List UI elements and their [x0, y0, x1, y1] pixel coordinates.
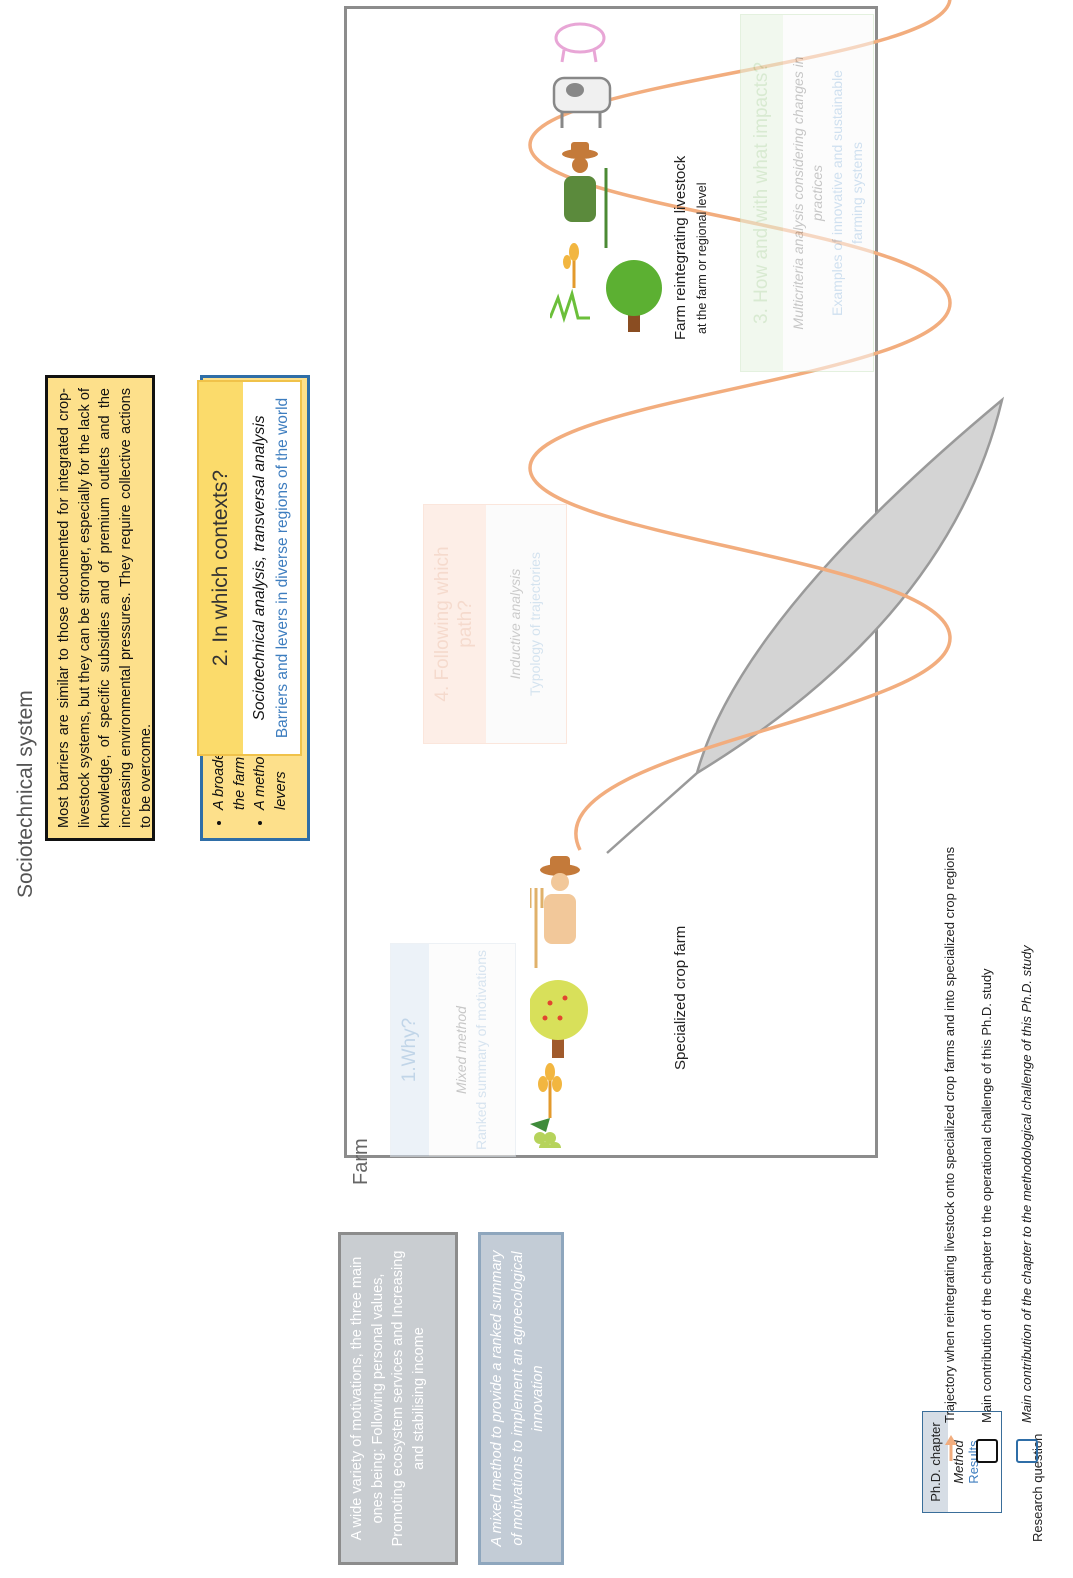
farmer-icon [530, 856, 580, 968]
question-result: Barriers and levers in diverse regions o… [273, 397, 291, 739]
question-body: Multicriteria analysis considering chang… [783, 15, 873, 371]
legend-trajectory-arrow-icon [945, 1435, 957, 1461]
farmer-icon [562, 142, 608, 248]
question-body: Inductive analysis Typology of trajector… [486, 505, 566, 743]
question-title: 1.Why? [391, 944, 429, 1156]
question-box-q4: 4. Following which path? Inductive analy… [423, 504, 567, 744]
livestock-farm-icons [550, 22, 662, 332]
question-method: Inductive analysis [507, 568, 524, 680]
grass-icon [550, 288, 590, 323]
fruit-tree-icon [530, 980, 588, 1058]
question-result: Examples of innovative and sustainable f… [829, 70, 865, 316]
legend-trajectory: Trajectory when reintegrating livestock … [942, 846, 957, 1423]
question-title: 2. In which contexts? [199, 382, 243, 754]
question-body: Sociotechnical analysis, transversal ana… [243, 382, 300, 754]
question-method: Mixed method [453, 1006, 470, 1094]
question-title: 4. Following which path? [424, 505, 486, 743]
pig-icon [554, 22, 606, 63]
wheat-icon [563, 243, 579, 288]
crop-farm-icons [530, 856, 588, 1148]
context-connector [606, 396, 1005, 854]
grapes-icon [530, 1118, 561, 1148]
legend-methodological: Main contribution of the chapter to the … [1019, 945, 1034, 1423]
tree-icon [606, 260, 662, 332]
wheat-icon [538, 1063, 562, 1118]
question-title: 3. How and with what impacts? [741, 15, 783, 371]
end-label-main: Farm reintegrating livestock [672, 155, 689, 340]
question-box-q1: 1.Why? Mixed method Ranked summary of mo… [390, 943, 516, 1157]
question-body: Mixed method Ranked summary of motivatio… [429, 944, 515, 1156]
question-method: Multicriteria analysis considering chang… [789, 56, 826, 330]
end-label-sub: at the farm or regional level [695, 182, 709, 334]
legend-operational-square [976, 1439, 998, 1463]
cow-icon [552, 76, 612, 128]
legend-methodological-square [1016, 1439, 1038, 1463]
question-box-q2: 2. In which contexts? Sociotechnical ana… [197, 380, 302, 756]
question-box-q3: 3. How and with what impacts? Multicrite… [740, 14, 874, 372]
question-result: Ranked summary of motivations [473, 950, 489, 1150]
question-result: Typology of trajectories [527, 552, 543, 696]
trajectory-line [528, 0, 952, 851]
question-method: Sociotechnical analysis, transversal ana… [251, 415, 269, 721]
start-label: Specialized crop farm [672, 925, 689, 1070]
legend-operational: Main contribution of the chapter to the … [979, 968, 994, 1423]
